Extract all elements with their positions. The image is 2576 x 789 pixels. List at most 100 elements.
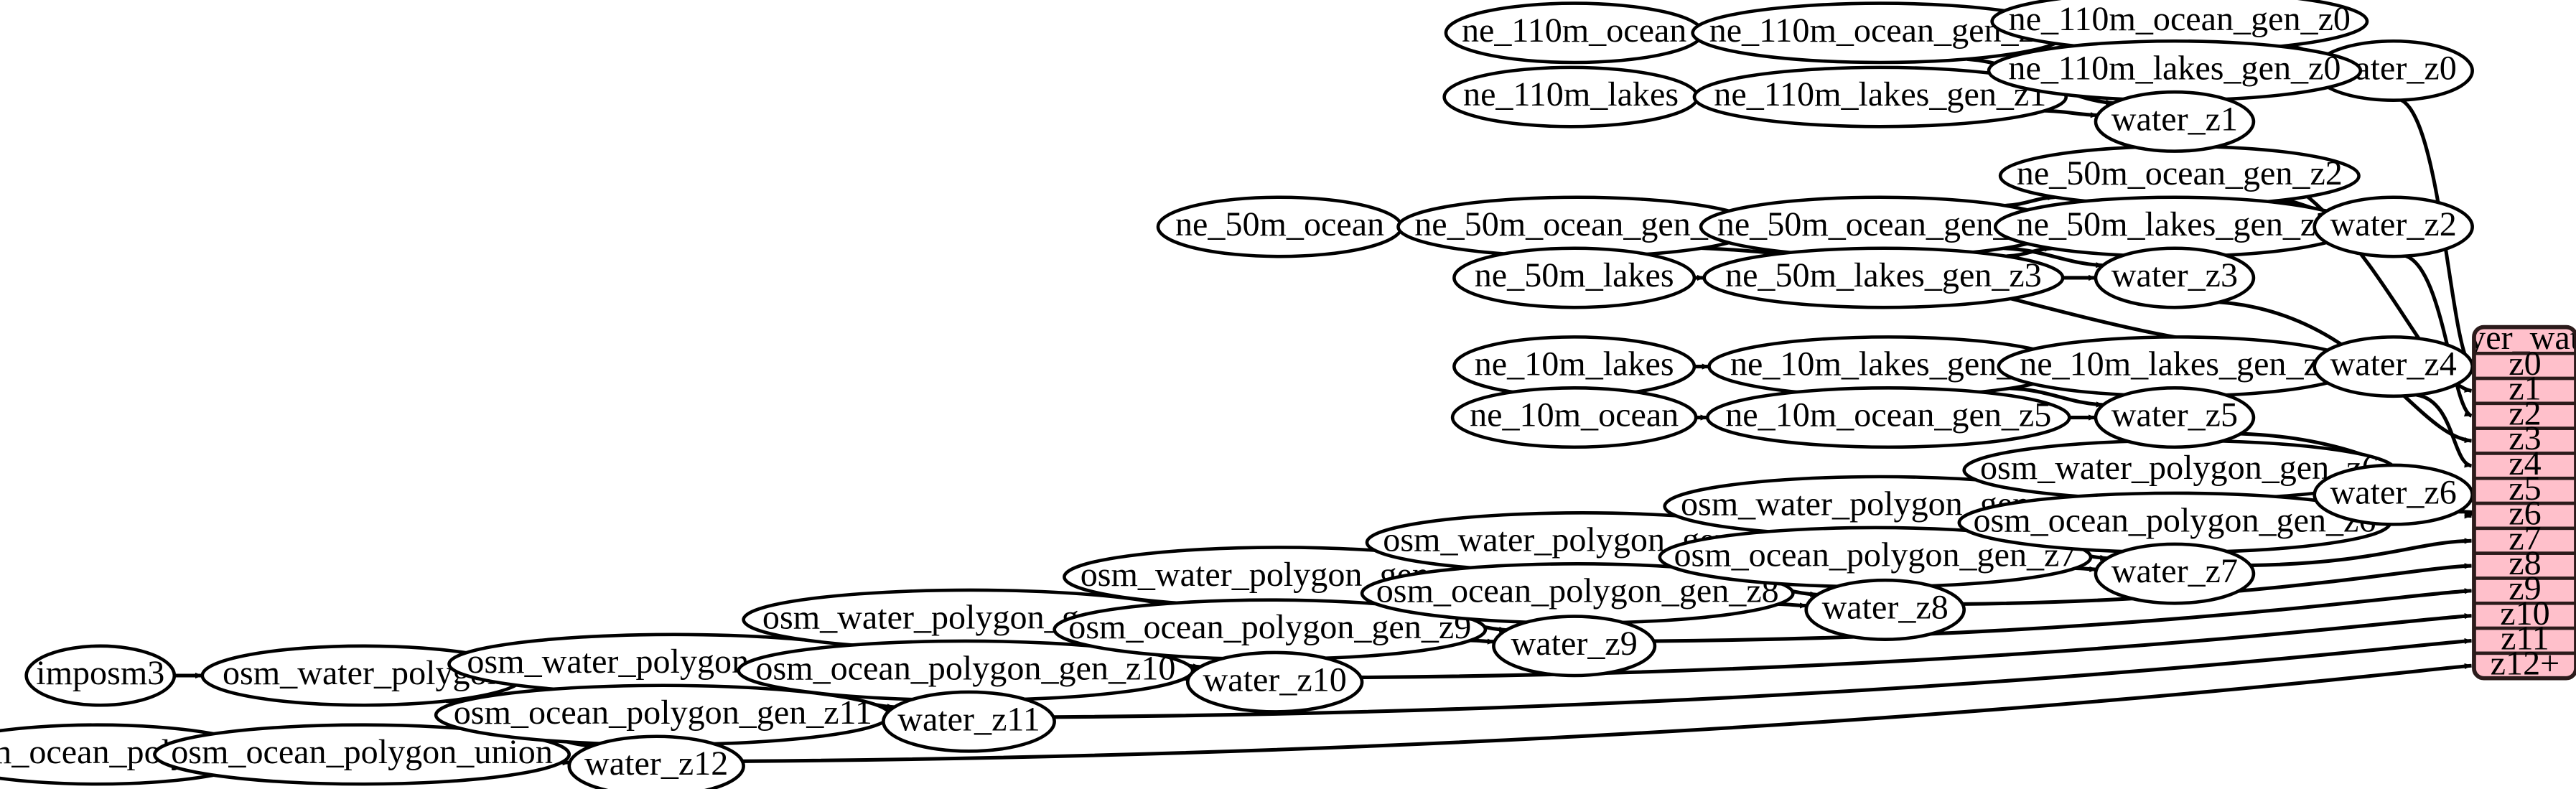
node-label: ne_110m_lakes_gen_z1 (1714, 75, 2046, 113)
node-label: ne_50m_ocean_gen_z2 (2017, 154, 2343, 192)
edge-water_z8-to-layer_water-z8 (1962, 563, 2472, 606)
node-shape (1804, 578, 1966, 641)
node-label: osm_ocean_polygon_union (171, 733, 553, 771)
node-label: water_z5 (2111, 396, 2238, 434)
node-label: osm_ocean_polygon_gen_z6 (1973, 501, 2376, 539)
node-label: ne_50m_lakes_gen_z3 (1725, 256, 2042, 294)
node-shape (1702, 246, 2065, 309)
graph-node-ne_10m_ocean_gen_z5[interactable]: ne_10m_ocean_gen_z5 (1705, 386, 2071, 449)
graph-node-ne_110m_ocean_gen_z1[interactable]: ne_110m_ocean_gen_z1 (1691, 1, 2070, 65)
graph-node-osm_ocean_polygon_gen_z10[interactable]: osm_ocean_polygon_gen_z10 (737, 639, 1195, 702)
node-label: ne_10m_ocean_gen_z5 (1725, 396, 2051, 434)
node-label: water_z8 (1822, 589, 1949, 627)
graph-node-water_z3[interactable]: water_z3 (2094, 246, 2256, 309)
graph-node-ne_10m_lakes_gen_z4[interactable]: ne_10m_lakes_gen_z4 (1997, 335, 2359, 398)
graph-node-water_z8[interactable]: water_z8 (1804, 578, 1966, 641)
graph-node-water_z9[interactable]: water_z9 (1492, 615, 1657, 678)
edge-water_z11-to-layer_water-z11 (1053, 638, 2472, 719)
node-label: water_z3 (2111, 256, 2238, 294)
node-label: ne_110m_lakes_gen_z0 (2008, 50, 2341, 88)
graph-node-imposm3[interactable]: imposm3 (24, 644, 177, 707)
table-row-label: z3 (2509, 419, 2541, 457)
node-label: osm_water_polygon_gen_z6 (1980, 449, 2379, 487)
node-label: ne_110m_ocean (1462, 11, 1686, 50)
node-shape (1452, 246, 1697, 309)
graph-node-ne_50m_lakes_gen_z2[interactable]: ne_50m_lakes_gen_z2 (1993, 195, 2356, 258)
graph-node-osm_ocean_polygon_gen_z9[interactable]: osm_ocean_polygon_gen_z9 (1053, 598, 1488, 661)
node-shape (1492, 615, 1657, 678)
table-row-label: z6 (2509, 495, 2541, 533)
graph-node-ne_110m_lakes_gen_z1[interactable]: ne_110m_lakes_gen_z1 (1692, 65, 2068, 129)
node-shape (2094, 386, 2256, 449)
node-label: osm_ocean_polygon_gen_z11 (454, 694, 872, 732)
node-label: ne_10m_ocean (1470, 396, 1679, 434)
node-shape (1705, 386, 2071, 449)
node-label: ne_50m_lakes_gen_z2 (2017, 205, 2333, 243)
node-label: water_z10 (1203, 660, 1347, 699)
node-label: ne_10m_lakes_gen_z5 (1730, 345, 2047, 383)
graph-node-ne_110m_lakes[interactable]: ne_110m_lakes (1442, 65, 1699, 129)
graph-node-ne_50m_ocean_gen_z3[interactable]: ne_50m_ocean_gen_z3 (1699, 195, 2061, 258)
node-label: water_z4 (2330, 345, 2457, 383)
table-row-label: z5 (2509, 470, 2541, 508)
node-label: ne_50m_ocean_gen_z3 (1717, 205, 2043, 243)
node-label: ne_110m_ocean_gen_z0 (2009, 0, 2351, 38)
edge-ne_110m_lakes_gen_z1-to-water_z1 (2044, 108, 2099, 118)
table-row-label: z4 (2509, 444, 2541, 482)
graph-node-water_z11[interactable]: water_z11 (882, 690, 1056, 753)
node-shape (1692, 65, 2068, 129)
node-label: osm_ocean_polygon_gen_z10 (755, 649, 1175, 687)
node-shape (2094, 542, 2256, 605)
edge-ne_10m_lakes_gen_z5-to-water_z5 (2010, 386, 2104, 408)
graph-node-ne_110m_ocean[interactable]: ne_110m_ocean (1444, 1, 1704, 65)
node-label: ne_50m_ocean (1175, 205, 1384, 243)
edge-ne_50m_ocean_gen_z3-to-water_z3 (2004, 246, 2104, 269)
edge-ne_50m_ocean_gen_z3-to-ne_50m_ocean_gen_z2 (2005, 194, 2055, 207)
table-row-label: z1 (2509, 370, 2541, 408)
edge-water_z2-to-layer_water-z2 (2404, 254, 2473, 418)
graph-node-water_z5[interactable]: water_z5 (2094, 386, 2256, 449)
table-row-label: z10 (2500, 594, 2549, 632)
table-row-label: z7 (2509, 519, 2541, 557)
graph-node-ne_50m_lakes[interactable]: ne_50m_lakes (1452, 246, 1697, 309)
layer-water-rows: layer_waterz0z1z2z3z4z5z6z7z8z9z10z11z12… (2473, 327, 2576, 678)
table-row-label: z11 (2501, 620, 2549, 658)
graph-node-ne_110m_ocean_gen_z0[interactable]: ne_110m_ocean_gen_z0 (1990, 0, 2369, 53)
graph-node-osm_ocean_polygon_union[interactable]: osm_ocean_polygon_union (153, 723, 571, 786)
graph-node-ne_50m_lakes_gen_z3[interactable]: ne_50m_lakes_gen_z3 (1702, 246, 2065, 309)
node-shape (153, 723, 571, 786)
node-label: ne_10m_lakes_gen_z4 (2020, 345, 2336, 383)
node-shape (2094, 246, 2256, 309)
graph-node-water_z2[interactable]: water_z2 (2313, 195, 2474, 258)
node-label: osm_ocean_polygon_gen_z8 (1376, 572, 1779, 610)
node-label: ne_50m_ocean_gen_z4 (1414, 205, 1740, 243)
node-shape (1450, 386, 1698, 449)
graph-node-osm_ocean_polygon_gen_z11[interactable]: osm_ocean_polygon_gen_z11 (434, 683, 892, 747)
graph-node-ne_50m_ocean[interactable]: ne_50m_ocean (1156, 195, 1404, 258)
edge-water_z7-to-layer_water-z7 (2250, 538, 2472, 567)
node-shape (882, 690, 1056, 753)
table-row-label: z0 (2509, 345, 2541, 383)
node-label: water_z1 (2111, 101, 2238, 139)
node-shape (1185, 650, 1364, 714)
node-label: water_z12 (584, 744, 728, 783)
graph-node-water_z1[interactable]: water_z1 (2094, 90, 2256, 153)
node-shape (24, 644, 177, 707)
node-label: water_z6 (2330, 473, 2457, 511)
graph-node-water_z4[interactable]: water_z4 (2313, 335, 2474, 398)
graph-node-water_z12[interactable]: water_z12 (567, 734, 745, 789)
node-shape (567, 734, 745, 789)
edge-water_z10-to-layer_water-z10 (1361, 613, 2472, 680)
edge-water_z12-to-layer_water-z12+ (742, 663, 2472, 763)
edge-osm_ocean_polygon_gen_z8-to-water_z8 (1778, 602, 1808, 609)
graph-node-osm_ocean_polygon_gen_z8[interactable]: osm_ocean_polygon_gen_z8 (1360, 562, 1795, 625)
graph-node-ne_10m_lakes[interactable]: ne_10m_lakes (1452, 335, 1697, 398)
graph-node-ne_10m_ocean[interactable]: ne_10m_ocean (1450, 386, 1698, 449)
graph-node-water_z6[interactable]: water_z6 (2313, 463, 2474, 526)
nodes-layer: imposm3osm_water_polygonosm_ocean_polygo… (0, 0, 2474, 789)
node-label: osm_ocean_polygon_gen_z9 (1068, 608, 1471, 646)
graph-node-water_z10[interactable]: water_z10 (1185, 650, 1364, 714)
graph-node-water_z7[interactable]: water_z7 (2094, 542, 2256, 605)
node-label: ne_110m_lakes (1463, 75, 1679, 113)
